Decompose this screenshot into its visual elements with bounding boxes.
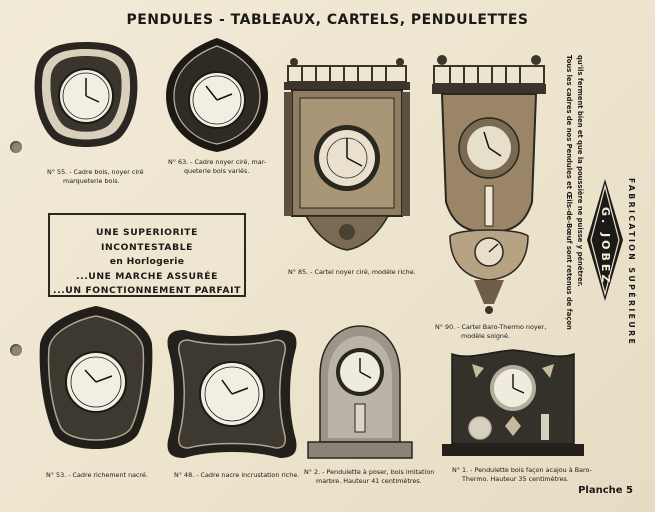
plate-number: Planche 5 [578,485,633,496]
caption-90: N° 90. - Cartel Baro-Thermo noyer,modèle… [435,323,547,340]
clock-illustration-85 [284,58,410,251]
clock-illustration-2 [307,325,413,459]
binder-hole-top [10,141,22,153]
caption-53: N° 53. - Cadre richement nacré. [46,471,148,479]
side-note-line-2: qu'ils ferment bien et que la poussière … [576,55,584,287]
caption-63: N° 63. - Cadre noyer ciré, mar-queterie … [168,158,267,175]
brand-mark: G. JOBEZ [599,207,612,286]
caption-1: N° 1. - Pendulette bois façon acajou à B… [452,466,592,483]
clock-illustration-90 [432,55,546,314]
clock-illustration-48 [167,330,297,458]
clock-illustration-1 [442,349,584,456]
caption-48: N° 48. - Cadre nacre incrustation riche. [174,471,300,479]
clock-illustration-63 [166,38,268,152]
page-title: PENDULES - TABLEAUX, CARTELS, PENDULETTE… [126,12,529,28]
caption-85: N° 85. - Cartel noyer ciré, modèle riche… [288,268,416,276]
clock-illustration-53 [39,306,153,449]
brand-diamond [587,179,623,301]
slogan-line-3: ...UNE MARCHE ASSURÉE [76,270,218,282]
clock-illustration-55 [34,42,138,147]
slogan-line-4: ...UN FONCTIONNEMENT PARFAIT [53,285,241,296]
slogan-line-2: en Horlogerie [109,256,185,267]
brand-tagline: FABRICATION SUPÉRIEURE [627,178,636,347]
caption-2: N° 2. - Pendulette à poser, bois imitati… [304,468,435,485]
binder-hole-bottom [10,344,22,356]
side-note-line-1: Tous les cadres de nos Pendules et Œils-… [565,55,573,330]
slogan-line-1: UNE SUPERIORITE INCONTESTABLE [95,227,199,253]
slogan-box: UNE SUPERIORITE INCONTESTABLE en Horloge… [48,213,246,297]
